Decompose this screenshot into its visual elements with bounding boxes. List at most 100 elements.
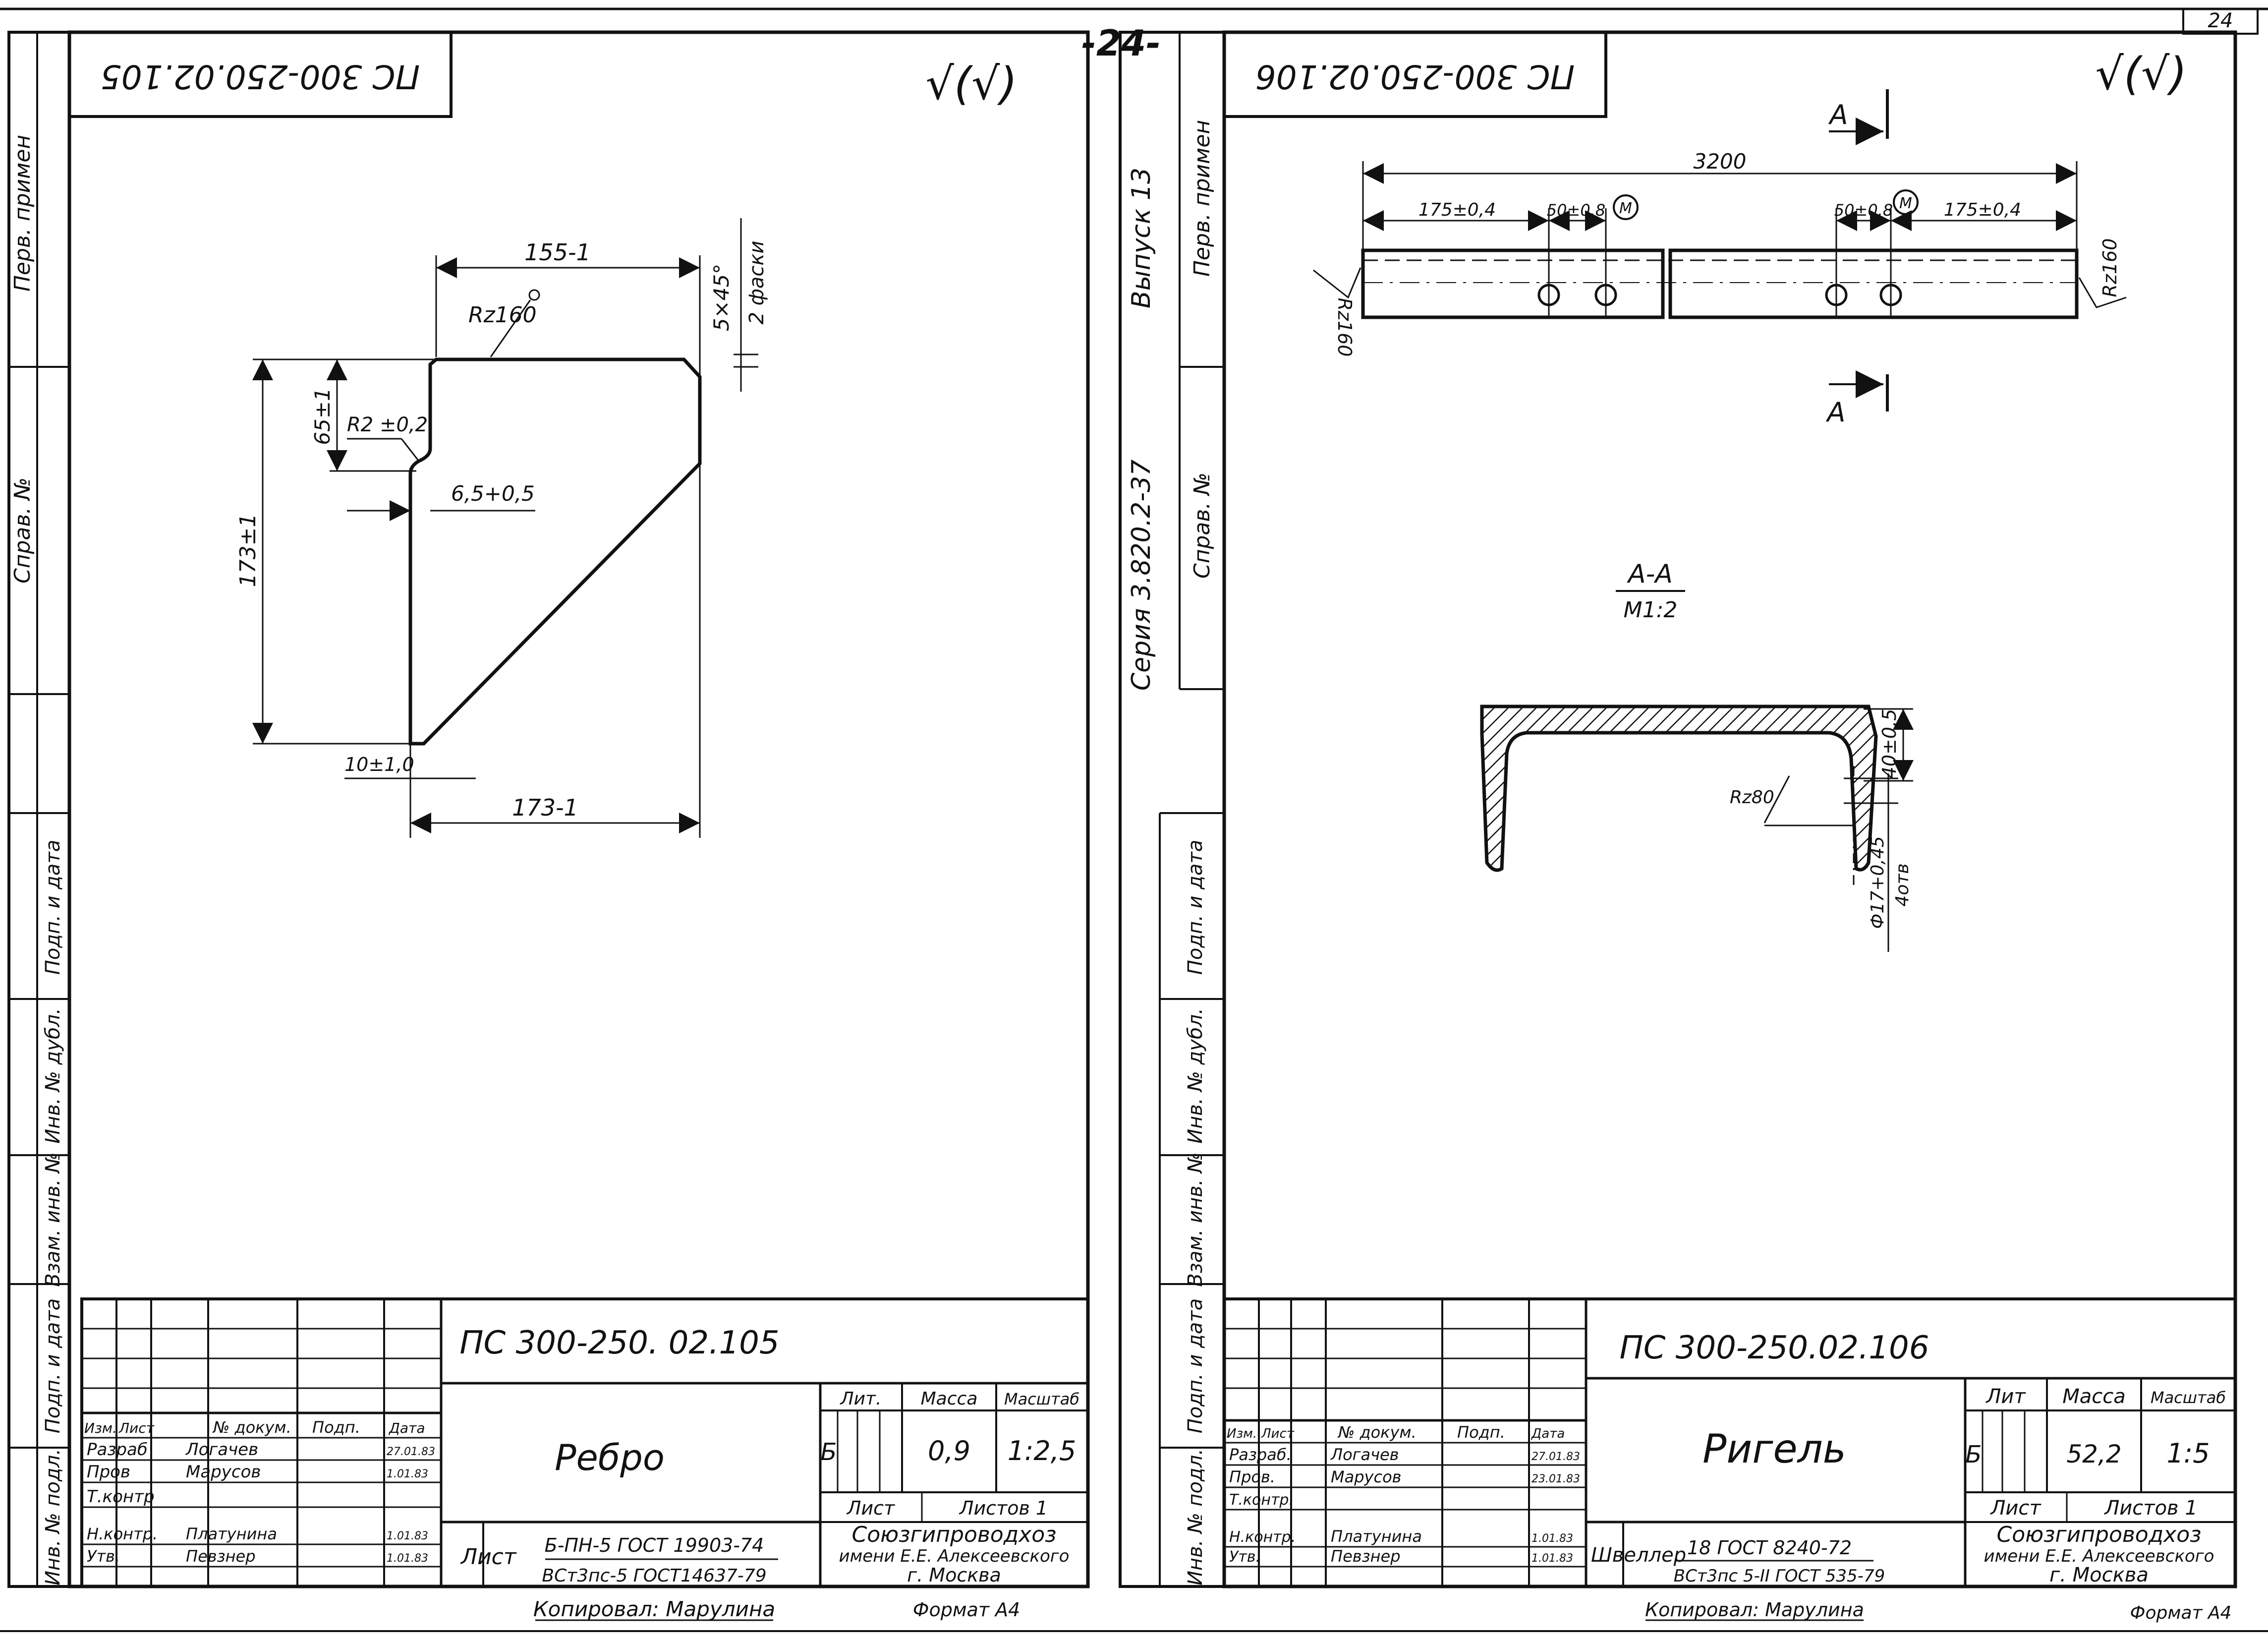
role-date: 1.01.83 [1531, 1532, 1573, 1545]
role-name: Певзнер [186, 1547, 256, 1566]
side-label: Справ. № [10, 477, 35, 584]
series-label: Серия 3.820.2-37 [1127, 460, 1156, 691]
part-name: Ригель [1702, 1426, 1846, 1472]
section-mark-top: А [1828, 99, 1848, 130]
beam-right-part [1668, 248, 2079, 319]
roughness-mark: √(√) [926, 58, 1018, 110]
lit-label: Лит [1985, 1385, 2026, 1408]
dim-flange: 40±0,5 [1878, 709, 1900, 779]
mirrored-code: ПС 300-250.02.106 [1255, 58, 1575, 96]
role-label: Пров [87, 1462, 130, 1482]
doc-code: ПС 300-250.02.106 [1620, 1330, 1929, 1366]
material-line-2: ВСт3пс-5 ГОСТ14637-79 [542, 1566, 766, 1586]
header-list: Лист [1261, 1426, 1295, 1441]
dim-end-offset-right: 175±0,4 [1944, 200, 2021, 220]
dim-hole-count: 4отв [1892, 863, 1913, 906]
side-label: Подп. и дата [1184, 840, 1207, 975]
header-doc: № докум. [1337, 1423, 1417, 1442]
header-date: Дата [1531, 1426, 1565, 1441]
dim-top: 155-1 [524, 239, 591, 266]
roughness-right: Rz160 [2099, 238, 2121, 297]
dim-bottom: 173-1 [512, 794, 578, 821]
side-label: Инв. № подл. [42, 1449, 64, 1585]
roughness-left: Rz160 [1334, 298, 1356, 357]
dim-height: 173±1 [235, 514, 261, 587]
role-name: Логачев [1330, 1445, 1399, 1464]
material-line-1: 18 ГОСТ 8240-72 [1687, 1537, 1852, 1559]
role-name: Марусов [1331, 1467, 1402, 1486]
side-label: Перв. примен [1190, 120, 1215, 277]
side-label: Взам. инв. № [42, 1152, 64, 1287]
dim-bottom-small: 10±1,0 [344, 754, 414, 775]
dim-hole-spacing-left: 50±0,8 [1547, 201, 1605, 220]
side-label: Инв. № дубл. [42, 1008, 64, 1144]
side-label: Перв. примен [10, 135, 35, 292]
title-block: Изм. Лист № докум. Подп. Дата Разраб. Ло… [1223, 1297, 2237, 1588]
scale-label: Масштаб [1004, 1390, 1079, 1408]
dim-offset: 6,5+0,5 [451, 481, 535, 506]
org-line-2: имени Е.Е. Алексеевского [1984, 1546, 2214, 1566]
channel-section [1480, 704, 1878, 872]
page-number: 24 [2208, 9, 2233, 32]
dim-height-top: 65±1 [310, 388, 335, 445]
org-line-1: Союзгипроводхоз [1996, 1522, 2201, 1547]
mass-label: Масса [2062, 1385, 2126, 1408]
lit-label: Лит. [840, 1389, 882, 1409]
mass-value: 52,2 [2066, 1440, 2121, 1468]
header-izm: Изм. [84, 1420, 117, 1436]
role-name: Марусов [186, 1462, 261, 1482]
sheets-label: Листов 1 [2103, 1497, 2198, 1520]
copied-by: Копировал: Марулина [533, 1597, 775, 1621]
role-date: 1.01.83 [387, 1530, 428, 1542]
header-izm: Изм. [1227, 1426, 1257, 1441]
title-block: Изм. Лист № докум. Подп. Дата Разраб Лог… [80, 1297, 1089, 1588]
section-title: А-А [1627, 559, 1673, 589]
role-label: Разраб [87, 1440, 148, 1460]
roughness-mark: √(√) [2096, 48, 2187, 100]
issue-label: Выпуск 13 [1127, 168, 1156, 308]
dim-chamfer-note: 2 фаски [745, 240, 768, 324]
side-label: Инв. № подл. [1184, 1449, 1207, 1585]
format-label: Формат А4 [913, 1599, 1020, 1621]
material-label: Лист [460, 1544, 517, 1570]
role-name: Певзнер [1331, 1547, 1401, 1566]
role-label: Разраб. [1229, 1445, 1292, 1464]
side-label: Подп. и дата [1184, 1298, 1207, 1433]
side-label: Инв. № дубл. [1184, 1008, 1207, 1144]
org-line-1: Союзгипроводхоз [851, 1522, 1056, 1547]
dim-length: 3200 [1694, 149, 1747, 174]
lit-value: Б [1966, 1441, 1982, 1468]
side-label: Взам. инв. № [1184, 1152, 1207, 1287]
role-date: 1.01.83 [1531, 1552, 1573, 1565]
side-label: Справ. № [1190, 472, 1215, 579]
role-label: Пров. [1229, 1467, 1275, 1486]
side-label: Подп. и дата [42, 1298, 64, 1433]
mirrored-code: ПС 300-250.02.105 [101, 58, 420, 96]
section-roughness: Rz80 [1730, 787, 1774, 808]
left-sheet: Перв. примен Справ. № Подп. и дата Инв. … [7, 30, 1090, 1621]
mass-value: 0,9 [928, 1435, 970, 1466]
sheets-label: Листов 1 [959, 1497, 1048, 1519]
header-sign: Подп. [1457, 1423, 1505, 1442]
material-label: Швеллер [1591, 1544, 1686, 1567]
role-date: 1.01.83 [387, 1468, 428, 1480]
scale-value: 1:2,5 [1008, 1435, 1076, 1466]
header-date: Дата [388, 1420, 425, 1436]
role-label: Н.контр. [87, 1525, 158, 1543]
org-line-3: г. Москва [907, 1564, 1001, 1586]
role-label: Т.контр. [1229, 1491, 1294, 1509]
dim-end-offset-left: 175±0,4 [1418, 200, 1496, 220]
material-line-2: ВСт3пс 5-II ГОСТ 535-79 [1674, 1566, 1885, 1586]
header-sign: Подп. [312, 1418, 360, 1437]
role-label: Т.контр [87, 1487, 155, 1507]
material-line-1: Б-ПН-5 ГОСТ 19903-74 [545, 1534, 764, 1556]
role-label: Утв. [1229, 1548, 1260, 1566]
lit-value: Б [821, 1438, 837, 1466]
dim-hole-spacing-right: 50±0,8 [1834, 201, 1893, 220]
role-date: 1.01.83 [387, 1552, 428, 1565]
role-date: 27.01.83 [387, 1446, 435, 1458]
sheet-label: Лист [846, 1497, 896, 1519]
right-sheet: Серия 3.820.2-37 Выпуск 13 Перв. примен … [1119, 30, 2237, 1623]
hole-mark-left: М [1619, 200, 1632, 217]
header-doc: № докум. [212, 1418, 291, 1437]
